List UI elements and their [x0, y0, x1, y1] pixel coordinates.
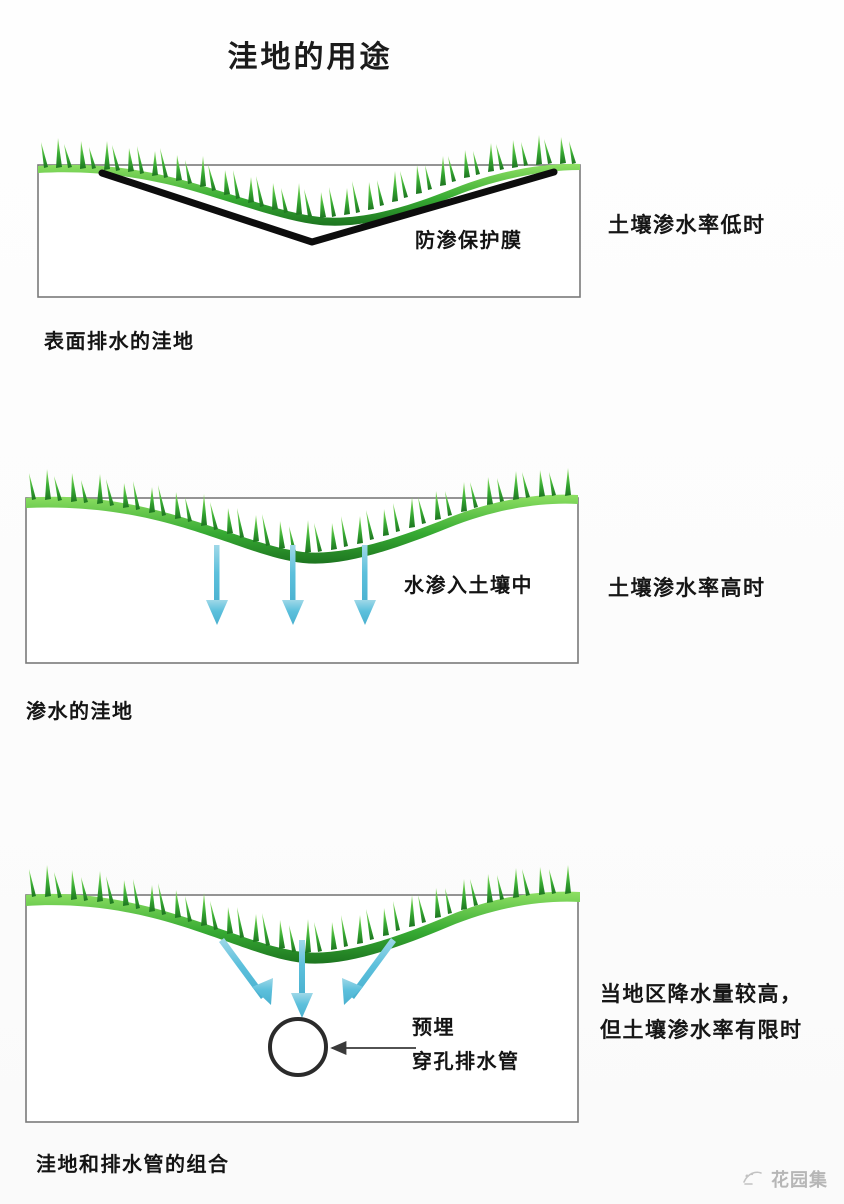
label-impermeable-membrane: 防渗保护膜	[415, 228, 523, 252]
label-buried-perforated-drain-pipe: 预埋 穿孔排水管	[412, 1015, 520, 1073]
side-note-high-rainfall-limited-permeability: 当地区降水量较高， 但土壤渗水率有限时	[600, 981, 803, 1042]
grass-layer	[26, 865, 580, 964]
arrow-down-3	[354, 545, 376, 625]
grass-layer	[38, 135, 580, 226]
side-note-high-permeability: 土壤渗水率高时	[608, 575, 766, 600]
arrow-down-1	[206, 545, 228, 625]
watermark-text: 花园集	[771, 1170, 828, 1191]
flower-logo-icon	[740, 1167, 764, 1191]
panel-swale-with-drain-pipe	[18, 845, 593, 1130]
arrow-converge-center	[291, 940, 313, 1018]
panel-infiltration-swale	[18, 448, 588, 673]
side-note-low-permeability: 土壤渗水率低时	[608, 212, 766, 237]
arrow-converge-right	[342, 938, 396, 1005]
caption-infiltration-swale: 渗水的洼地	[26, 699, 134, 723]
infiltration-arrows	[206, 545, 376, 625]
soil-box	[25, 497, 579, 664]
drain-pipe-circle	[268, 1017, 328, 1077]
page-title: 洼地的用途	[227, 40, 393, 75]
grass-layer	[26, 468, 578, 564]
converging-arrows	[219, 938, 396, 1018]
label-water-infiltrates: 水渗入土壤中	[404, 573, 533, 597]
arrow-converge-left	[219, 938, 273, 1005]
watermark: 花园集	[740, 1166, 828, 1192]
caption-surface-drainage-swale: 表面排水的洼地	[44, 329, 195, 353]
arrow-down-2	[282, 545, 304, 625]
caption-swale-with-drain-pipe: 洼地和排水管的组合	[36, 1152, 230, 1176]
membrane-line	[98, 168, 558, 246]
panel-surface-drainage-swale	[30, 118, 590, 308]
